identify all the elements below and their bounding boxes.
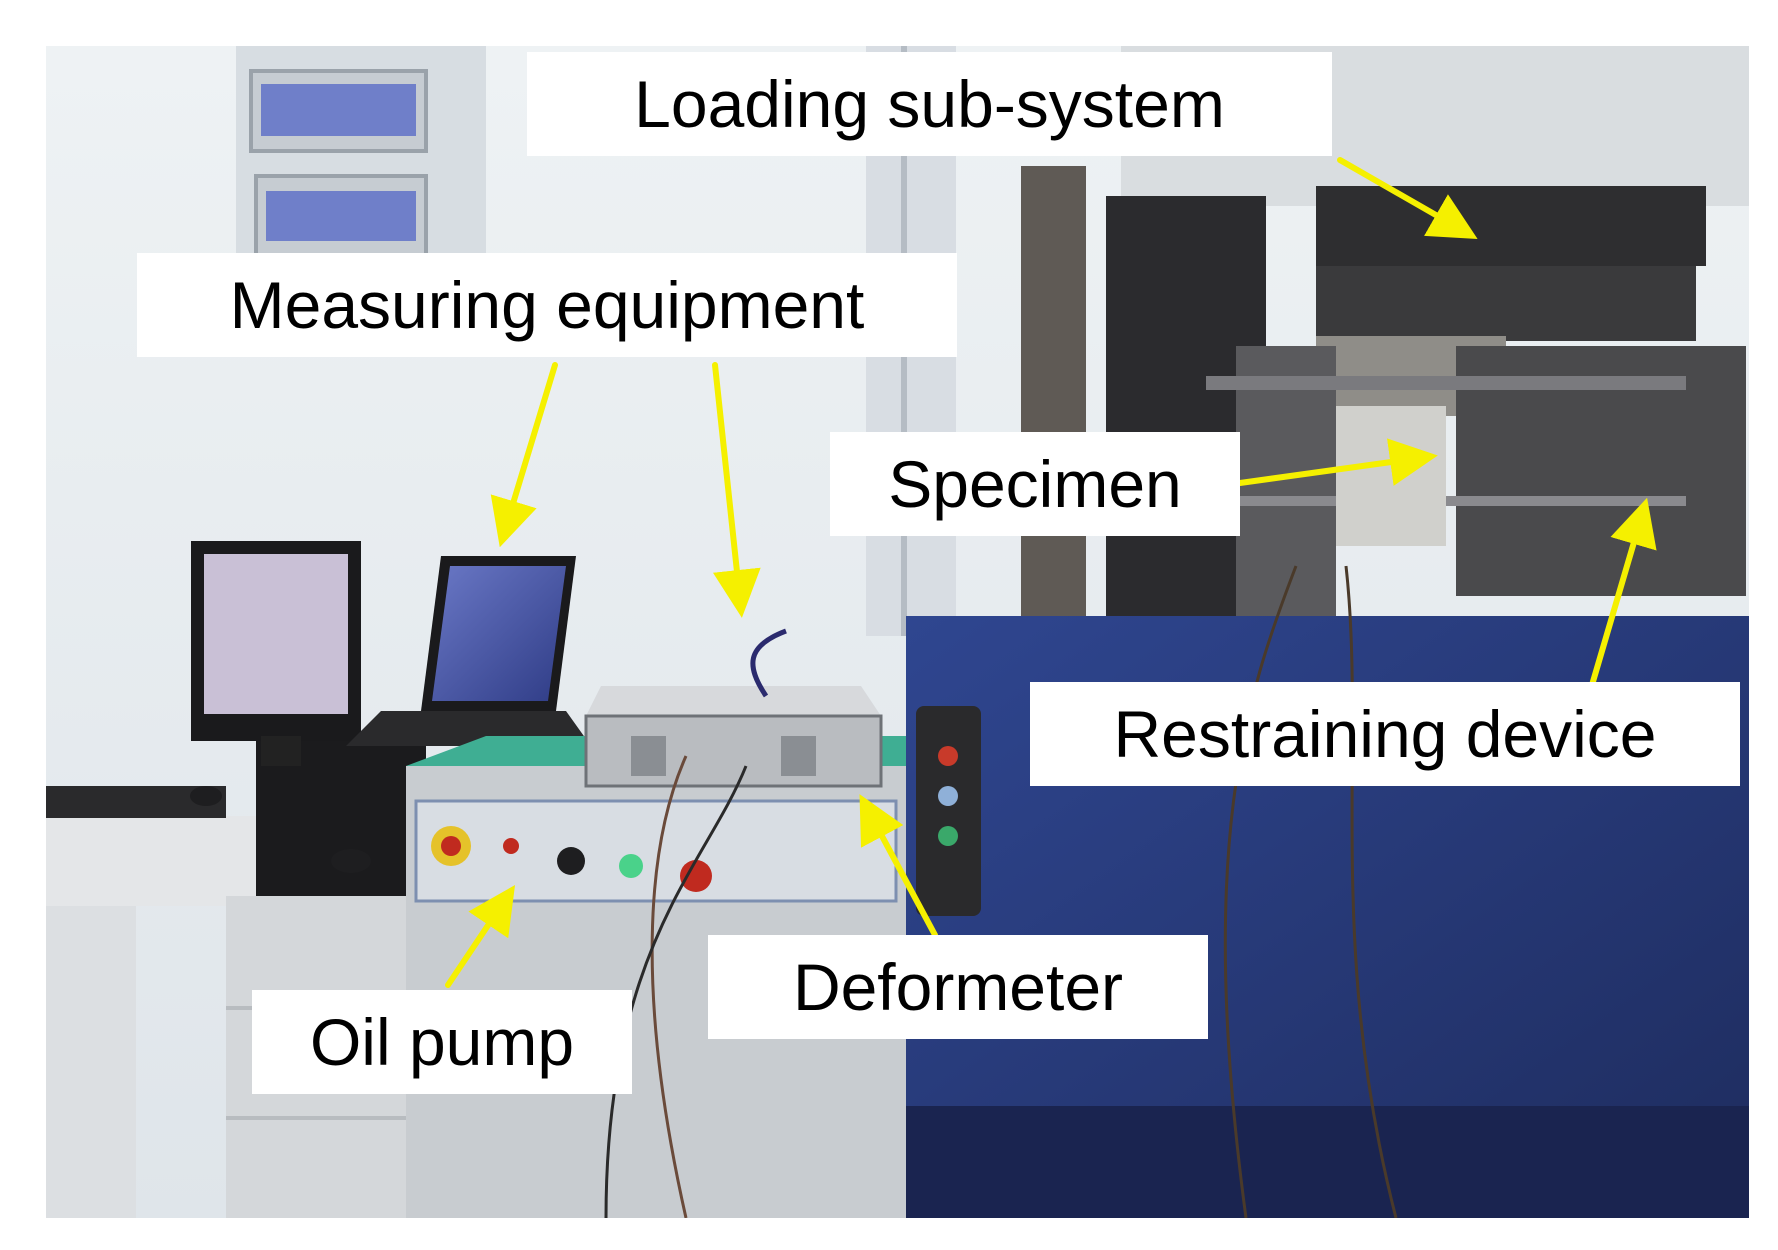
machine-column-left xyxy=(1021,166,1086,686)
control-pendant xyxy=(916,706,981,916)
deformeter-handle-left xyxy=(631,736,666,776)
label-deformeter: Deformeter xyxy=(708,935,1208,1039)
loading-plate-top xyxy=(1316,186,1706,266)
desk-drawer-line-2 xyxy=(226,1116,416,1120)
arrow-specimen xyxy=(1237,438,1438,486)
laptop-display xyxy=(432,566,566,701)
arrow-measuring-left xyxy=(490,362,558,548)
cable-4 xyxy=(650,755,688,1218)
label-restraining-device: Restraining device xyxy=(1030,682,1740,786)
oil-pump-black-knob xyxy=(557,847,585,875)
monitor-stand xyxy=(261,736,301,766)
arrow-restraining xyxy=(1589,497,1657,688)
pendant-button-2 xyxy=(938,786,958,806)
desk-left-leg xyxy=(46,906,136,1218)
pendant-button-3 xyxy=(938,826,958,846)
oil-pump-red-button xyxy=(680,860,712,892)
machine-base-shadow xyxy=(906,1106,1749,1218)
oil-pump-knob-center xyxy=(441,836,461,856)
label-measuring-equipment: Measuring equipment xyxy=(137,253,957,357)
cable-2 xyxy=(1223,565,1298,1218)
cable-3 xyxy=(1344,565,1398,1218)
monitor-screen xyxy=(204,554,348,714)
arrow-loading xyxy=(1337,157,1478,239)
loading-plate-middle xyxy=(1316,266,1696,341)
mouse xyxy=(190,786,222,806)
cable-1 xyxy=(750,628,787,698)
oil-pump-green-light xyxy=(619,854,643,878)
deformeter-top xyxy=(586,686,881,716)
label-oil-pump: Oil pump xyxy=(252,990,632,1094)
mouse-2 xyxy=(331,849,371,873)
arrow-oil-pump xyxy=(445,885,516,988)
oil-pump-red-light xyxy=(503,838,519,854)
restraining-rod-1 xyxy=(1206,376,1686,390)
arrow-measuring-right xyxy=(712,362,761,618)
wall-meter-bottom-screen xyxy=(266,191,416,241)
deformeter-handle-right xyxy=(781,736,816,776)
wall-meter-top-screen xyxy=(261,84,416,136)
label-specimen: Specimen xyxy=(830,432,1240,536)
cable-5 xyxy=(604,765,748,1218)
label-loading-sub-system: Loading sub-system xyxy=(527,52,1332,156)
arrow-deformeter xyxy=(859,794,938,938)
pendant-button-1 xyxy=(938,746,958,766)
